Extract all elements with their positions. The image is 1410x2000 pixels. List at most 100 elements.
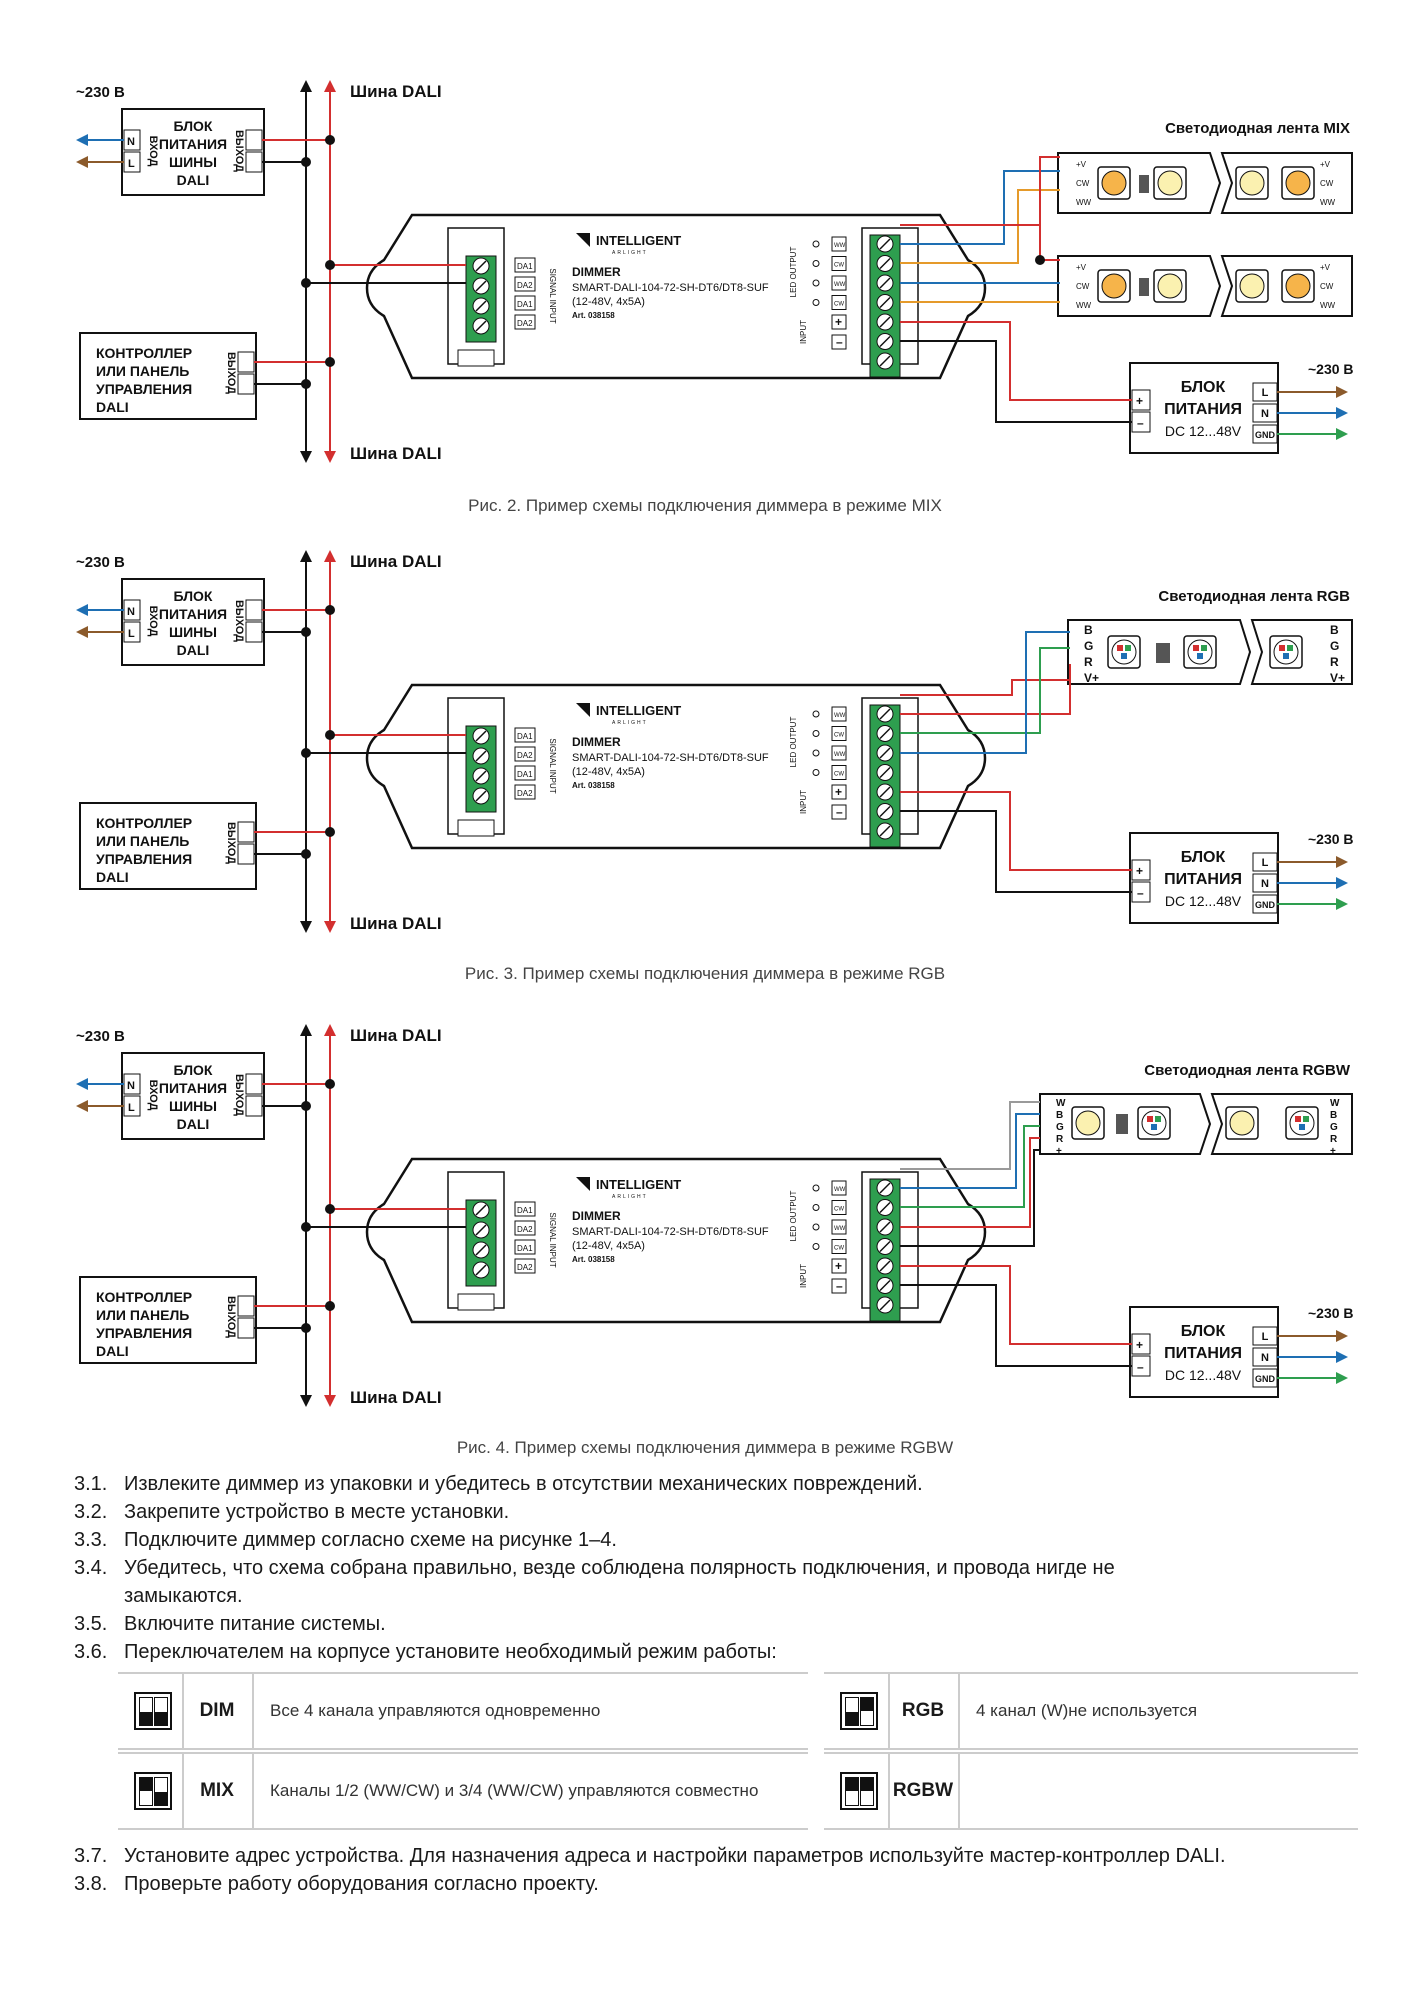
psu-out-term-label: N [1261,878,1269,890]
psu-out-term-label: L [1262,387,1269,399]
junction-dot [301,379,311,389]
controller-label: DALI [96,399,129,415]
strip-term-label: B [1330,1110,1337,1121]
strip-term-label: CW [1076,282,1090,291]
arrow-head [300,921,312,933]
terminal-n-label: N [127,606,135,618]
arrow-head [76,1100,88,1112]
dip-switch [457,349,495,367]
step-item: 3.8.Проверьте работу оборудования соглас… [74,1870,1354,1898]
mode-row-rgbw: RGBW [824,1752,1358,1830]
art-label: Art. 038158 [572,781,615,790]
out-term-tag [831,745,847,761]
resistor [1116,1114,1128,1134]
controller-label: DALI [96,1343,129,1359]
plus-term-label: + [835,315,842,329]
out-term-tag [831,256,847,271]
strip-term-label: WW [1076,198,1092,207]
brand-sub-label: ARLIGHT [612,1194,648,1200]
signal-input-label: SIGNAL INPUT [548,738,557,793]
screw-slot [475,320,487,332]
screw-slot [879,825,891,837]
wire-v2 [1039,225,1060,261]
brand-label: INTELLIGENT [596,233,681,248]
da-term-tag [514,746,536,762]
mains-label: ~230 В [76,84,125,101]
da-term-label: DA2 [517,1225,533,1234]
step-text: Убедитесь, что схема собрана правильно, … [124,1557,1115,1607]
dali-bus-bottom-label: Шина DALI [350,1388,442,1407]
strip-term-label: WW [1076,301,1092,310]
minus-term-tag [831,334,847,350]
terminal-da [237,843,255,865]
out-term-tag [831,1200,847,1215]
junction-dot [301,1323,311,1333]
model-label: SMART-DALI-104-72-SH-DT6/DT8-SUF [572,282,769,294]
da-term-tag [514,276,536,292]
minus-term-tag [831,804,847,820]
terminal-da [245,599,263,621]
input-dc-label: INPUT [799,790,808,814]
screw-slot [879,1182,891,1194]
output-label: ВЫХОД [225,352,237,394]
screw-slot [879,1279,891,1292]
junction-dot [325,605,335,615]
minus-term-label: – [836,805,843,819]
mains-label-right: ~230 В [1308,1305,1354,1321]
brand-label: INTELLIGENT [596,703,681,718]
power-plus-wire [900,321,1132,401]
led-lens [1239,273,1265,299]
arrow-head [1336,428,1348,440]
rgb-die [1299,1124,1305,1130]
step-number: 3.5. [74,1613,108,1635]
junction-dot [301,278,311,288]
plus-term-tag [831,784,847,800]
strip-term-label: +V [1076,263,1087,272]
psu-led-label: ПИТАНИЯ [1164,1345,1242,1362]
strip-term-label: CW [1320,179,1334,188]
step-text: Закрепите устройство в месте установки. [124,1501,510,1523]
strip-term-label: +V [1320,160,1331,169]
terminal-da [245,1073,263,1095]
psu-plus-label: + [1136,394,1143,408]
screw-slot [475,750,487,762]
input-dc-label: INPUT [799,320,808,344]
da-term-label: DA1 [517,770,533,779]
led-lens [1273,639,1299,665]
dali-bus-bottom-label: Шина DALI [350,444,442,463]
step-item: 3.3.Подключите диммер согласно схеме на … [74,1526,1354,1554]
wire-b [900,1113,1040,1189]
arrow-head [1336,877,1348,889]
controller-label: DALI [96,869,129,885]
rgb-die [1147,1116,1153,1122]
caption-rgbw: Рис. 4. Пример схемы подключения диммера… [456,1438,954,1457]
step-item: 3.7.Установите адрес устройства. Для наз… [74,1842,1314,1870]
psu-dali-label: DALI [177,1116,210,1132]
led-lens [1101,273,1127,299]
brand-logo-icon [576,233,590,247]
led-mark [812,710,820,718]
step-number: 3.1. [74,1473,108,1495]
step-item: 3.1.Извлеките диммер из упаковки и убеди… [74,1470,1354,1498]
screw-slot [879,1260,891,1272]
rgb-die [1125,645,1131,651]
terminal-da [245,129,263,151]
device-label: DIMMER [572,735,621,749]
psu-minus-label: – [1137,416,1144,430]
psu-out-term-label: GND [1255,1374,1276,1384]
arrow-head [1336,856,1348,868]
da-term-tag [514,784,536,800]
caption-rgb: Рис. 3. Пример схемы подключения диммера… [464,964,946,983]
terminal-da [237,1295,255,1317]
step-item: 3.4.Убедитесь, что схема собрана правиль… [74,1554,1204,1610]
da-term-label: DA2 [517,1263,533,1272]
led-lens [1239,170,1265,196]
resistor [1139,278,1149,296]
psu-out-term-label: N [1261,1352,1269,1364]
junction-dot [301,1101,311,1111]
screw-slot [475,770,487,782]
output-label: ВЫХОД [225,822,237,864]
arrow-head [1336,386,1348,398]
input-label: ВХОД [147,136,159,167]
